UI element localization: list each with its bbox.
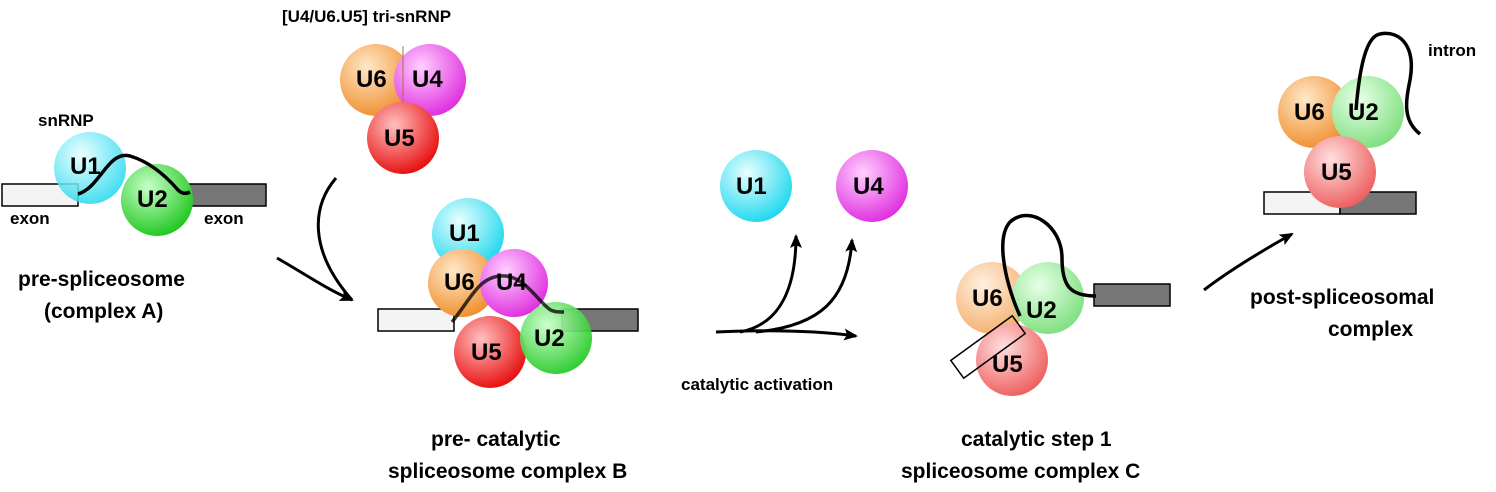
arrow-release-u1: [739, 234, 802, 334]
svg-text:U4: U4: [496, 269, 527, 296]
complex-c-intron-loop: [1001, 214, 1097, 317]
post-subtitle: complex: [1328, 318, 1414, 341]
complex-c-title: catalytic step 1: [961, 428, 1112, 451]
arrow-tri-to-b: [316, 177, 354, 301]
complex-c-exon-right: [1093, 283, 1171, 307]
complex-b: U1 U6 U4 U5 U2 pre- catalytic spliceosom…: [377, 198, 639, 483]
arrow-release-u4: [755, 238, 858, 334]
svg-text:U5: U5: [384, 125, 415, 152]
arrow-a-to-b: [276, 256, 354, 302]
svg-text:U5: U5: [471, 339, 502, 366]
svg-text:U4: U4: [412, 66, 443, 93]
arrow-c-to-post: [1203, 232, 1294, 292]
intron-strand: [77, 153, 191, 196]
complex-b-u2: [520, 302, 592, 374]
snrnp-u6: [340, 44, 412, 116]
tri-snrnp-label: [U4/U6.U5] tri-snRNP: [282, 7, 451, 26]
post-spliceosomal-complex: U6 U2 U5 intron post-spliceosomal comple…: [1250, 31, 1476, 341]
catalytic-activation-label: catalytic activation: [681, 375, 833, 394]
svg-text:U2: U2: [534, 325, 565, 352]
post-u2: [1332, 76, 1404, 148]
svg-text:U1: U1: [736, 173, 767, 200]
complex-c-u6: [956, 262, 1028, 334]
snrnp-u4: [394, 44, 466, 116]
svg-text:U6: U6: [444, 269, 475, 296]
complex-a-subtitle: (complex A): [44, 300, 163, 323]
complex-c: U6 U2 U5 catalytic step 1 spliceosome co…: [901, 214, 1171, 483]
snrnp-u5: [367, 102, 439, 174]
complex-b-intron: [450, 274, 565, 324]
complex-b-title: pre- catalytic: [431, 428, 561, 451]
post-u6: [1278, 76, 1350, 148]
svg-text:U6: U6: [1294, 99, 1325, 126]
released-u4: U4: [836, 150, 908, 222]
exon-left-label: exon: [10, 209, 50, 228]
complex-a: U1 U2 snRNP exon exon pre-spliceosome (c…: [1, 111, 267, 323]
complex-c-exon-left: [949, 314, 1027, 380]
svg-text:U5: U5: [1321, 159, 1352, 186]
complex-b-u4: [480, 249, 548, 317]
tri-snrnp: [U4/U6.U5] tri-snRNP U6 U4 U5: [282, 7, 466, 174]
svg-text:U5: U5: [992, 351, 1023, 378]
complex-a-title: pre-spliceosome: [18, 268, 185, 291]
complex-b-subtitle: spliceosome complex B: [388, 460, 627, 483]
intron-label: intron: [1428, 41, 1476, 60]
complex-c-u5: [976, 324, 1048, 396]
svg-text:U2: U2: [137, 186, 168, 213]
exon-right-label: exon: [204, 209, 244, 228]
post-u5: [1304, 136, 1376, 208]
snrnp-label: snRNP: [38, 111, 94, 130]
released-u1: U1: [720, 150, 792, 222]
svg-text:U6: U6: [356, 66, 387, 93]
complex-b-u6: [428, 249, 496, 317]
snrnp-u1: U1: [54, 132, 126, 204]
svg-text:U2: U2: [1026, 297, 1057, 324]
complex-c-subtitle: spliceosome complex C: [901, 460, 1140, 483]
svg-text:U6: U6: [972, 285, 1003, 312]
post-intron-lariat: [1354, 31, 1422, 136]
arrow-b-to-c: [715, 328, 858, 341]
svg-text:U1: U1: [70, 153, 101, 180]
complex-b-exon-left: [377, 308, 455, 332]
post-title: post-spliceosomal: [1250, 286, 1434, 309]
complex-b-u5: [454, 316, 526, 388]
svg-text:U1: U1: [449, 220, 480, 247]
exon-right-box: [187, 183, 267, 207]
svg-text:U2: U2: [1348, 99, 1379, 126]
svg-text:U4: U4: [853, 173, 884, 200]
snrnp-u2: U2: [121, 164, 193, 236]
catalytic-activation: U1 U4 catalytic activation: [681, 150, 908, 394]
